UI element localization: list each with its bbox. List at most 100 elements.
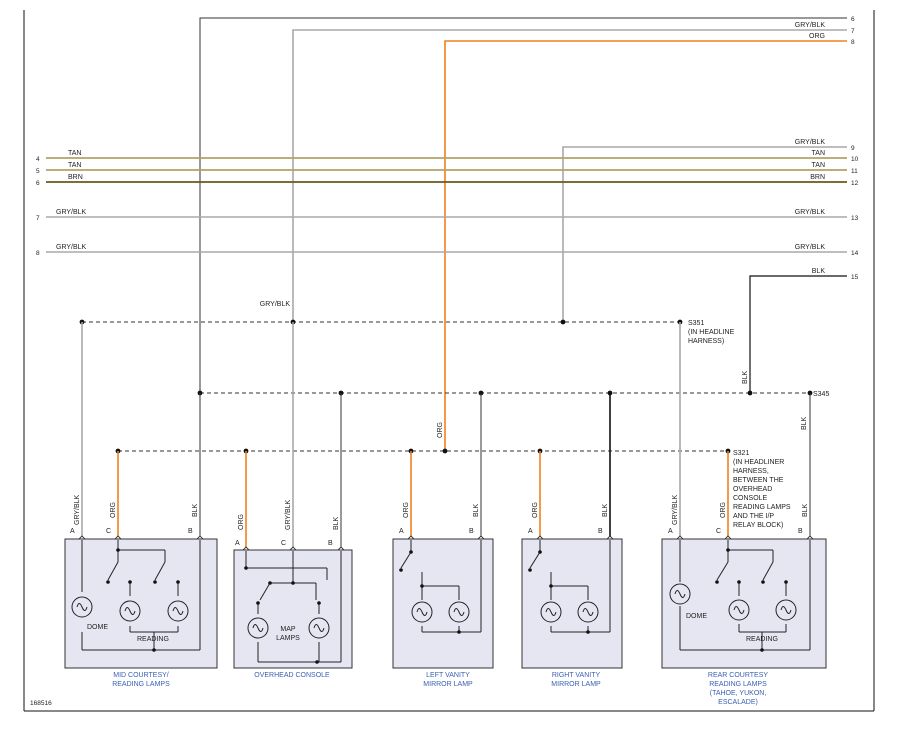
wire-labels: 6 GRY/BLK 7 ORG 8 GRY/BLK 9 4 TAN TAN 10…: [36, 16, 859, 438]
left-vanity-caption: MIRROR LAMP: [423, 681, 473, 688]
rear-courtesy-caption: ESCALADE): [718, 699, 758, 706]
left-vanity-caption: LEFT VANITY: [426, 672, 470, 679]
mid-courtesy-nodes: [106, 548, 180, 652]
wire-gry14-left-number: 8: [36, 250, 40, 257]
right-vanity-caption: MIRROR LAMP: [551, 681, 601, 688]
s345-name: S345: [813, 391, 829, 398]
left-vanity-internals: [400, 540, 482, 633]
wire-brn-right-number: 12: [851, 180, 859, 187]
pin-b-label: B: [469, 528, 474, 535]
rear-courtesy-box: [661, 538, 827, 669]
mid-courtesy-caption: READING LAMPS: [112, 681, 170, 688]
org-vertical-color: ORG: [437, 422, 444, 438]
rear-courtesy-internals: [669, 540, 811, 651]
wire-a-color: ORG: [532, 502, 539, 518]
wire-gry14-right-number: 14: [851, 250, 859, 257]
rear-courtesy-caption: READING LAMPS: [709, 681, 767, 688]
wire-gry14-right-color: GRY/BLK: [795, 244, 826, 251]
wire-b-color: BLK: [802, 503, 809, 517]
wire-tan-lower-right-color: TAN: [812, 162, 825, 169]
wire-tan-upper-right-number: 10: [851, 156, 859, 163]
wire-b-color: BLK: [602, 503, 609, 517]
pin-c-label: C: [281, 540, 286, 547]
s351-line1: (IN HEADLINE: [688, 329, 735, 336]
wire-b-color: BLK: [333, 516, 340, 530]
map-label: MAP: [280, 626, 296, 633]
left-vanity-labels: A B ORG BLK LEFT VANITY MIRROR LAMP: [399, 502, 480, 688]
wire-tan-upper-left-number: 4: [36, 156, 40, 163]
s321-line: HARNESS,: [733, 468, 769, 475]
s321-line: RELAY BLOCK): [733, 522, 783, 529]
s321-name: S321: [733, 450, 749, 457]
pin-a-label: A: [668, 528, 673, 535]
wire-brn-left-color: BRN: [68, 174, 83, 181]
right-vanity-labels: A B ORG BLK RIGHT VANITY MIRROR LAMP: [528, 502, 609, 688]
s345-drop-color: BLK: [742, 370, 749, 384]
wire-c-color: ORG: [720, 502, 727, 518]
left-vanity-box: [392, 538, 494, 669]
rear-courtesy-nodes: [715, 548, 788, 652]
component-boxes: [64, 538, 827, 669]
pin-a-label: A: [235, 540, 240, 547]
wire-gry14-left-color: GRY/BLK: [56, 244, 87, 251]
splice-labels: S351 (IN HEADLINE HARNESS) S345 S321 (IN…: [688, 320, 829, 529]
component-drops: [81, 322, 811, 548]
s321-line: OVERHEAD: [733, 486, 772, 493]
pin-b-label: B: [328, 540, 333, 547]
reading-label: READING: [137, 636, 169, 643]
wire-a-color: GRY/BLK: [672, 494, 679, 525]
wire-c-color: ORG: [110, 502, 117, 518]
rear-blk-feed-color: BLK: [801, 416, 808, 430]
pin-c-label: C: [716, 528, 721, 535]
rear-courtesy-caption: REAR COURTESY: [708, 672, 768, 679]
s321-line: BETWEEN THE: [733, 477, 784, 484]
wire-brn-left-number: 6: [36, 180, 40, 187]
wire-blk15-number: 15: [851, 274, 859, 281]
mid-courtesy-box: [64, 538, 218, 669]
pin-a-label: A: [399, 528, 404, 535]
left-vanity-nodes: [399, 550, 461, 634]
pin-a-label: A: [70, 528, 75, 535]
wire-8-color: ORG: [809, 33, 825, 40]
wire-7-number: 7: [851, 28, 855, 35]
wire-tan-lower-right-number: 11: [851, 168, 858, 175]
s321-line: (IN HEADLINER: [733, 459, 784, 466]
wire-blk15-color: BLK: [812, 268, 826, 275]
wire-gry13-right-color: GRY/BLK: [795, 209, 826, 216]
wire-a-color: GRY/BLK: [74, 494, 81, 525]
wire-c-color: GRY/BLK: [285, 499, 292, 530]
s321-line: CONSOLE: [733, 495, 768, 502]
wire-gry13-left-color: GRY/BLK: [56, 209, 87, 216]
reading-label: READING: [746, 636, 778, 643]
right-vanity-box: [521, 538, 623, 669]
harness-wires: [46, 17, 847, 451]
rear-courtesy-caption: (TAHOE, YUKON,: [710, 690, 767, 697]
right-vanity-caption: RIGHT VANITY: [552, 672, 601, 679]
diagram-id: 168516: [30, 700, 52, 707]
wire-b-color: BLK: [473, 503, 480, 517]
pin-a-label: A: [528, 528, 533, 535]
s351-line2: HARNESS): [688, 338, 724, 345]
wire-gry13-left-number: 7: [36, 215, 40, 222]
wire-tan-lower-left-color: TAN: [68, 162, 81, 169]
wire-gry13-right-number: 13: [851, 215, 859, 222]
wire-a-color: ORG: [238, 514, 245, 530]
pin-c-label: C: [106, 528, 111, 535]
rear-courtesy-labels: A C B GRY/BLK ORG BLK DOME READING REAR …: [668, 494, 809, 706]
right-vanity-nodes: [528, 550, 590, 634]
mid-courtesy-labels: A C B GRY/BLK ORG BLK DOME READING MID C…: [70, 494, 199, 688]
wire-8-number: 8: [851, 39, 855, 46]
console-feed-color: GRY/BLK: [260, 301, 291, 308]
pin-b-label: B: [598, 528, 603, 535]
wire-brn-right-color: BRN: [810, 174, 825, 181]
dome-label: DOME: [686, 613, 707, 620]
wire-9-number: 9: [851, 145, 855, 152]
s321-line: AND THE I/P: [733, 513, 774, 520]
console-labels: A C B ORG GRY/BLK BLK MAP LAMPS OVERHEAD…: [235, 499, 340, 679]
splice-buses: [82, 321, 810, 452]
right-vanity-internals: [529, 540, 611, 633]
pin-b-label: B: [188, 528, 193, 535]
wire-tan-upper-right-color: TAN: [812, 150, 825, 157]
splice-dots: [79, 319, 813, 454]
